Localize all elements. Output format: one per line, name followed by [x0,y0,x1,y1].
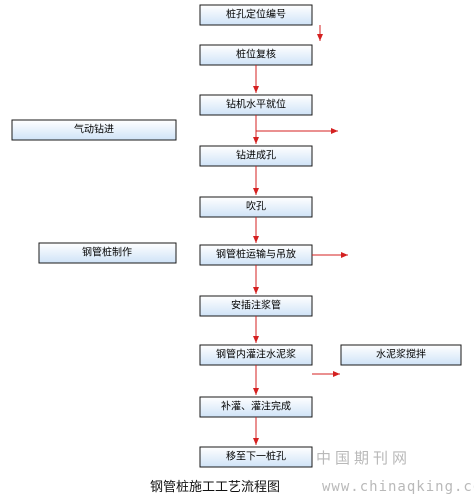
step-label: 吹孔 [246,200,266,213]
step-label: 钻机水平就位 [226,98,286,111]
watermark-url: www.chinaqking.com [322,479,474,495]
side-label: 气动钻进 [74,123,114,136]
watermark-site-name: 中国期刊网 [316,449,412,467]
step-grouting-in-pipe: 钢管内灌注水泥浆 [199,344,313,366]
step-label: 桩孔定位编号 [226,8,286,21]
diagram-caption: 钢管桩施工工艺流程图 [150,480,281,495]
side-pneumatic-drilling: 气动钻进 [11,119,177,141]
step-pipe-pile-transport: 钢管桩运输与吊放 [199,244,313,266]
step-refill-complete: 补灌、灌注完成 [199,396,313,418]
step-label: 安插注浆管 [231,299,281,312]
side-pipe-pile-fabrication: 钢管桩制作 [38,242,177,264]
step-pile-position-check: 桩位复核 [199,44,313,66]
step-rig-leveling: 钻机水平就位 [199,94,313,116]
step-label: 钢管桩运输与吊放 [216,248,296,261]
step-label: 移至下一桩孔 [226,450,286,463]
side-label: 钢管桩制作 [82,246,132,259]
step-pile-hole-positioning: 桩孔定位编号 [199,4,313,26]
step-drilling: 钻进成孔 [199,145,313,167]
step-move-next-hole: 移至下一桩孔 [199,446,313,468]
step-label: 钢管内灌注水泥浆 [216,348,296,361]
side-label: 水泥浆搅拌 [376,348,426,361]
side-grout-mixing: 水泥浆搅拌 [340,344,462,366]
step-grout-pipe-insert: 安插注浆管 [199,295,313,317]
step-label: 钻进成孔 [236,149,276,162]
step-hole-blowing: 吹孔 [199,196,313,218]
step-label: 补灌、灌注完成 [221,400,291,413]
step-label: 桩位复核 [236,48,276,61]
